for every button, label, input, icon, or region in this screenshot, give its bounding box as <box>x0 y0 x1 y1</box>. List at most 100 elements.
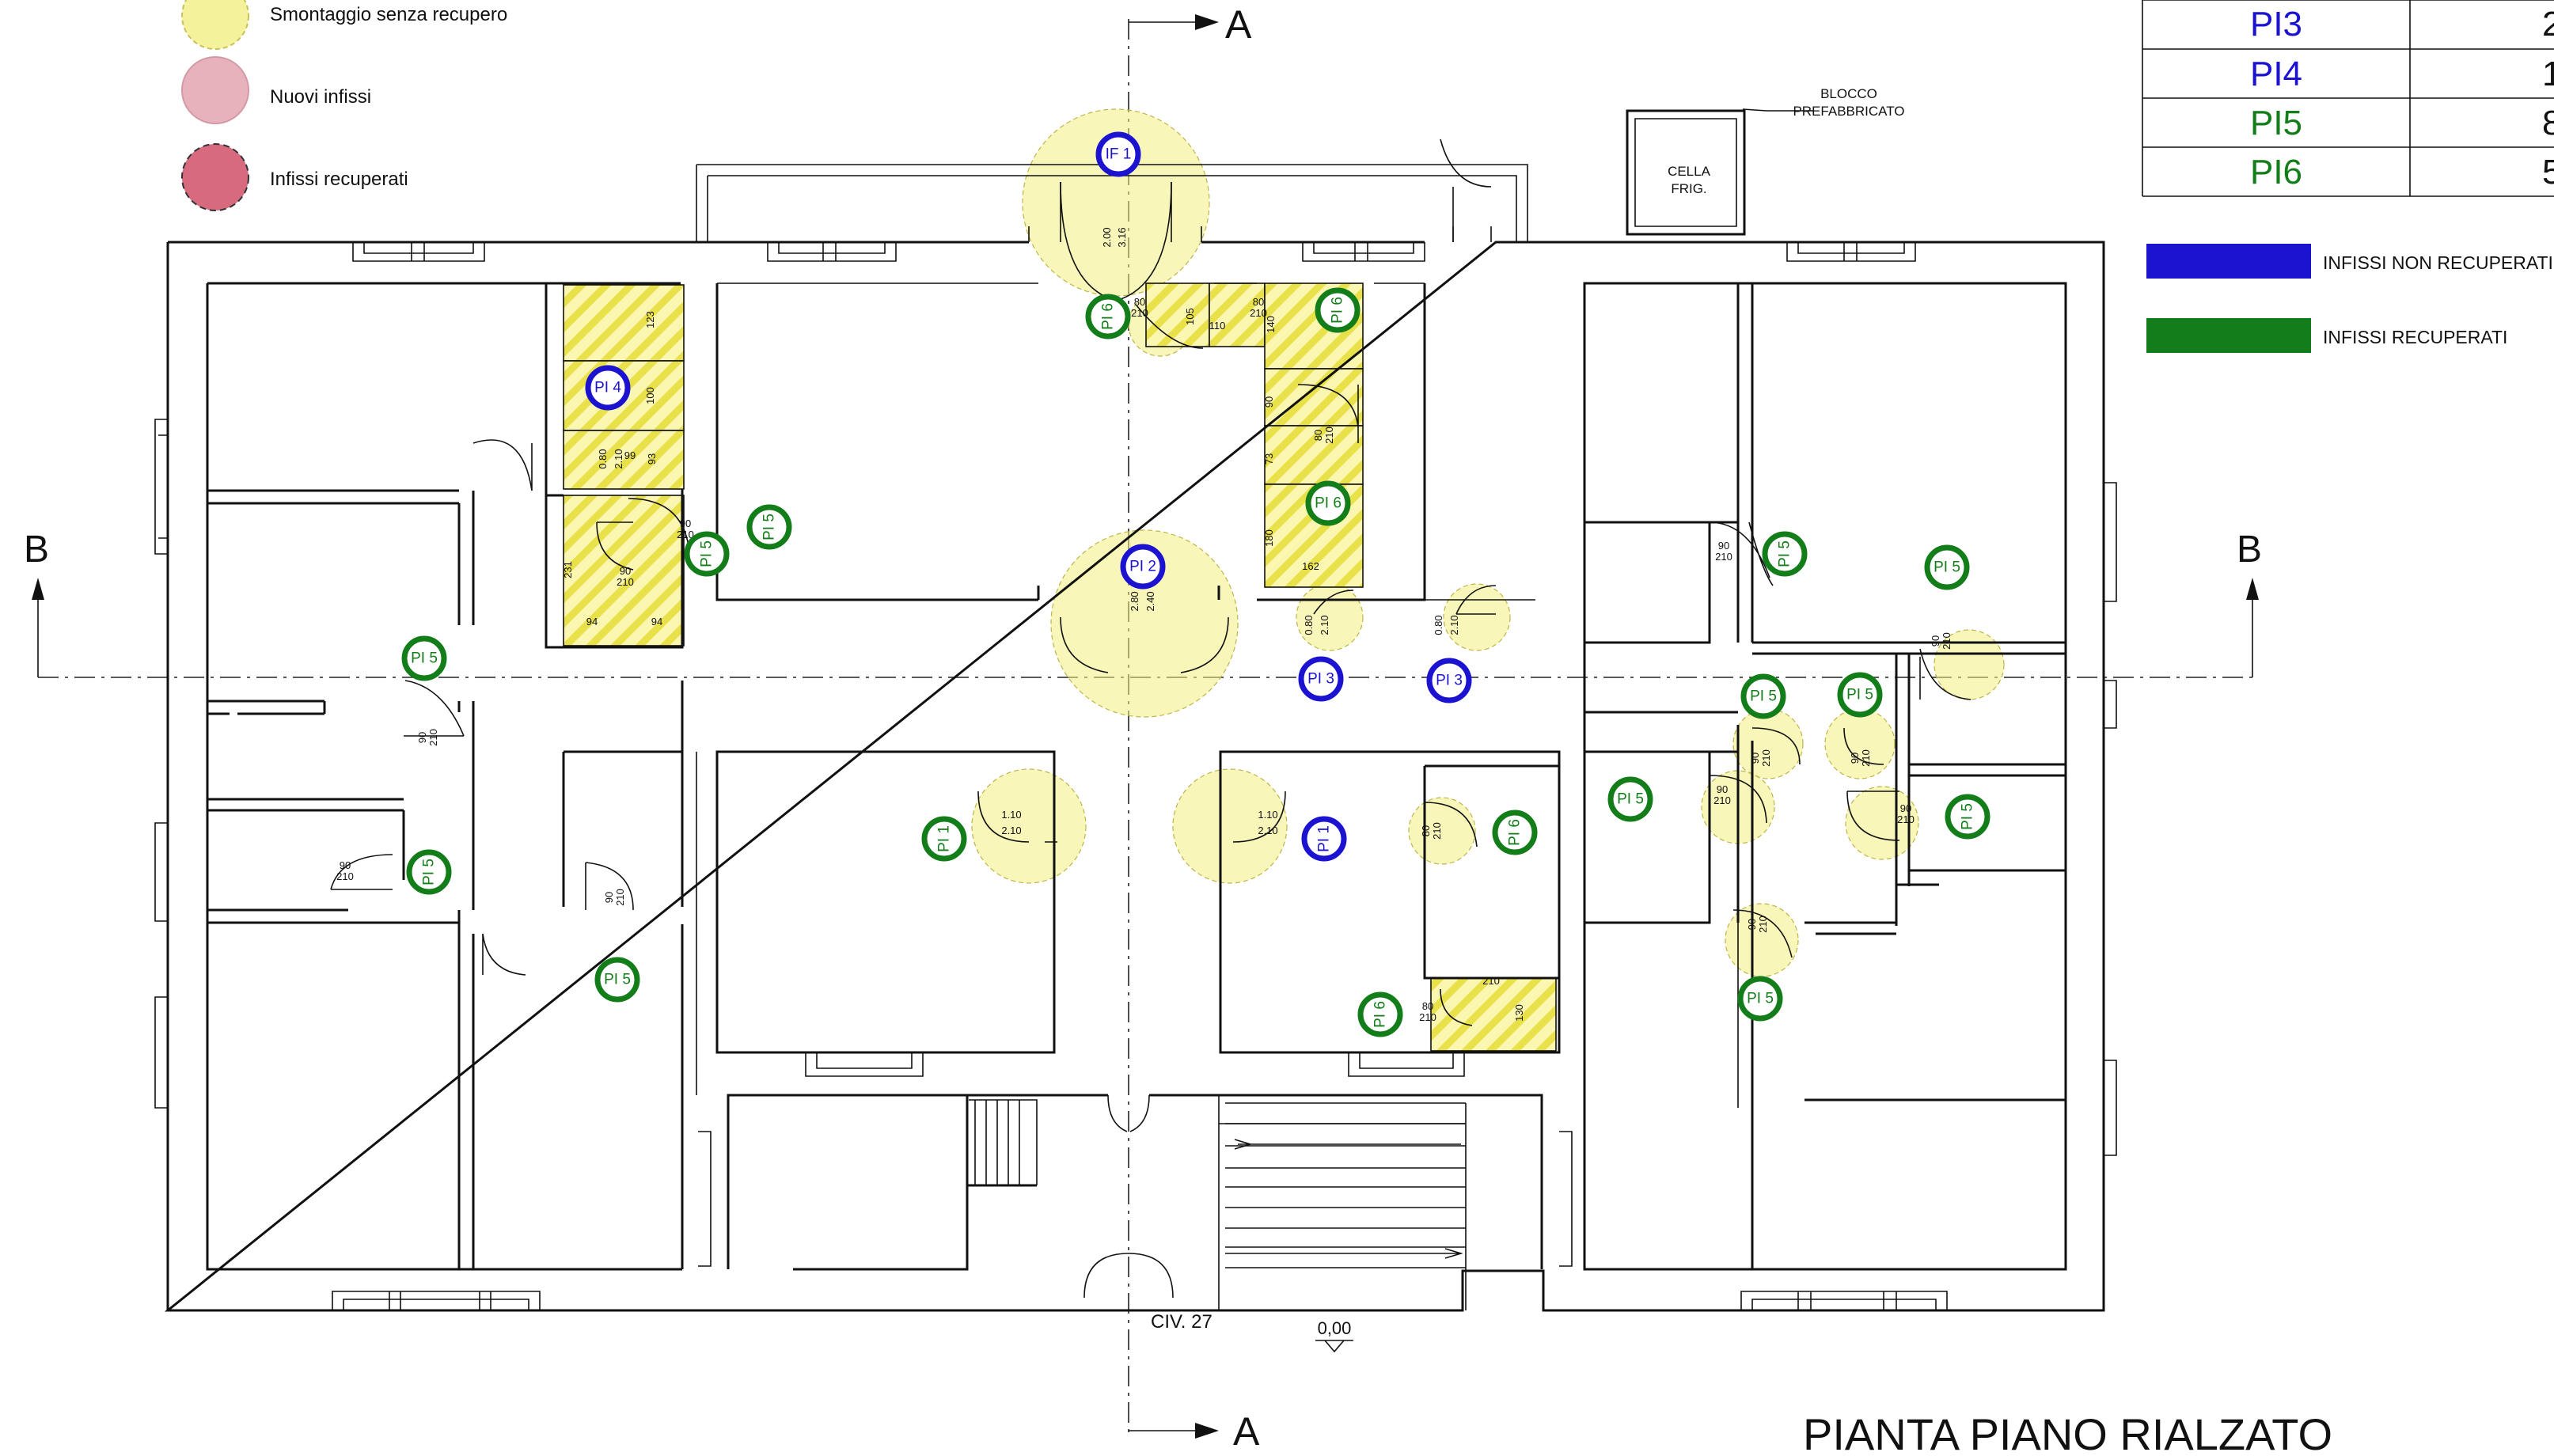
fixture-tag[interactable]: PI 3 <box>1298 656 1344 702</box>
dimension-label: 90 <box>416 732 428 743</box>
fixture-tag[interactable]: PI 6 <box>1315 287 1360 333</box>
dimension-label: 2.00 <box>1101 227 1113 247</box>
section-label-b-right: B <box>2237 529 2262 571</box>
fixture-tag-ring <box>406 849 452 895</box>
dimension-label: 2.10 <box>1448 615 1460 635</box>
legend-swatch-yellow <box>181 0 249 50</box>
table-count: 5 <box>2542 153 2554 191</box>
fixture-tag-ring <box>401 635 447 681</box>
dimension-label: 90 <box>1849 753 1861 764</box>
fixture-tag-label: PI 5 <box>1750 688 1777 705</box>
dimension-label: 210 <box>1715 551 1732 563</box>
dimension-label: 210 <box>614 889 626 906</box>
fixture-tag[interactable]: PI 6 <box>1085 294 1131 339</box>
table-code: PI6 <box>2250 153 2302 191</box>
dimension-label: 90 <box>1749 753 1761 764</box>
dimension-label: 210 <box>1323 427 1335 444</box>
section-label-a-top: A <box>1225 2 1252 47</box>
fixture-tag-ring <box>1305 480 1351 526</box>
fixture-tag[interactable]: PI 6 <box>1492 810 1538 855</box>
dimension-label: 93 <box>646 453 658 464</box>
bar-recovered <box>2146 318 2311 353</box>
fixture-tag-ring <box>1740 673 1786 719</box>
table-code: PI3 <box>2250 5 2302 44</box>
dimension-label: 210 <box>677 529 694 540</box>
fixture-tag[interactable]: PI 5 <box>684 531 730 577</box>
fixture-tag-ring <box>585 365 631 411</box>
fixture-tag-ring <box>684 531 730 577</box>
blocco-label: BLOCCO <box>1820 86 1877 101</box>
fixture-tag-label: PI 5 <box>421 859 438 885</box>
plan-title: PIANTA PIANO RIALZATO <box>1803 1409 2332 1456</box>
fixture-tag-label: PI 5 <box>1777 540 1793 567</box>
fixture-tag[interactable]: PI 5 <box>746 504 792 550</box>
dimension-label: 180 <box>1263 529 1275 547</box>
fixture-tag-ring <box>1737 976 1783 1022</box>
fixture-tag[interactable]: PI 5 <box>1924 544 1970 590</box>
fixture-tag[interactable]: PI 3 <box>1426 658 1472 703</box>
dimension-label: 210 <box>617 576 634 588</box>
dimension-label: 162 <box>1302 560 1319 572</box>
fixture-tag-ring <box>1120 544 1166 590</box>
fixture-tag[interactable]: PI 5 <box>406 849 452 895</box>
fixture-tag[interactable]: PI 1 <box>1301 816 1347 862</box>
bar-label: INFISSI NON RECUPERATI <box>2323 252 2553 273</box>
table-code: PI5 <box>2250 104 2302 142</box>
fixture-tag-ring <box>1607 776 1653 822</box>
dimension-label: 2.10 <box>613 449 624 468</box>
fixture-tag[interactable]: PI 5 <box>1607 776 1653 822</box>
fixture-tag[interactable]: PI 5 <box>1762 531 1808 577</box>
section-label-a-bottom: A <box>1233 1409 1260 1454</box>
table-count: 8 <box>2542 104 2554 142</box>
legend: Smontaggio senza recupero Nuovi infissi … <box>181 0 507 211</box>
fixture-tag-ring <box>1492 810 1538 855</box>
dimension-label: 2.10 <box>1319 615 1330 635</box>
table-count: 2 <box>2542 5 2554 44</box>
fixture-tag-label: PI 3 <box>1307 671 1334 688</box>
dimension-label: 3.16 <box>1116 227 1128 247</box>
dimension-label: 80 <box>1312 430 1324 441</box>
fixture-tag-label: PI 6 <box>1372 1001 1389 1028</box>
dimension-label: 231 <box>562 561 574 578</box>
hatched-zones <box>563 282 1557 1052</box>
fixture-tag[interactable]: PI 2 <box>1120 544 1166 590</box>
fixture-tag-label: PI 1 <box>936 825 953 852</box>
dimension-label: 210 <box>1757 916 1769 933</box>
fixture-tag[interactable]: PI 5 <box>1737 976 1783 1022</box>
dimension-label: 123 <box>644 311 656 328</box>
fixture-tag[interactable]: PI 6 <box>1357 992 1403 1037</box>
fixture-tag-label: PI 6 <box>1100 303 1117 330</box>
fixture-tag-label: PI 5 <box>1960 803 1976 830</box>
fixture-tag-label: IF 1 <box>1106 146 1132 163</box>
fixture-tag-label: PI 5 <box>1934 559 1960 576</box>
fixture-tag[interactable]: PI 4 <box>585 365 631 411</box>
legend-swatch-pink <box>181 56 249 124</box>
fixture-tag-label: PI 5 <box>761 514 778 540</box>
fixture-tag-ring <box>594 957 640 1003</box>
fixture-tag-ring <box>1426 658 1472 703</box>
dimension-label: 80 <box>1134 296 1145 308</box>
fixture-tag[interactable]: PI 5 <box>401 635 447 681</box>
fixture-tag-label: PI 3 <box>1436 673 1463 689</box>
dimension-label: 90 <box>340 859 351 871</box>
frig-label: FRIG. <box>1671 181 1706 196</box>
fixture-tag[interactable]: PI 5 <box>594 957 640 1003</box>
dimension-label: 210 <box>1860 749 1872 767</box>
fixture-tag[interactable]: PI 5 <box>1837 672 1883 718</box>
fixture-tag-ring <box>1357 992 1403 1037</box>
dimension-label: 90 <box>603 892 615 903</box>
dimension-label: 90 <box>620 565 631 577</box>
fixture-tag[interactable]: IF 1 <box>1095 131 1141 177</box>
dimension-label: 110 <box>1209 320 1226 332</box>
dimension-label: 210 <box>1419 1011 1436 1023</box>
fixture-tag-label: PI 5 <box>411 650 438 667</box>
fixture-tag[interactable]: PI 5 <box>1945 794 1990 840</box>
fixture-tag-ring <box>1924 544 1970 590</box>
dimension-label: 1.10 <box>1001 809 1021 821</box>
fixture-tag[interactable]: PI 5 <box>1740 673 1786 719</box>
dimension-label: 100 <box>644 387 656 404</box>
fixture-tag[interactable]: PI 1 <box>921 816 967 862</box>
section-label-b-left: B <box>24 529 49 571</box>
fixture-tag[interactable]: PI 6 <box>1305 480 1351 526</box>
